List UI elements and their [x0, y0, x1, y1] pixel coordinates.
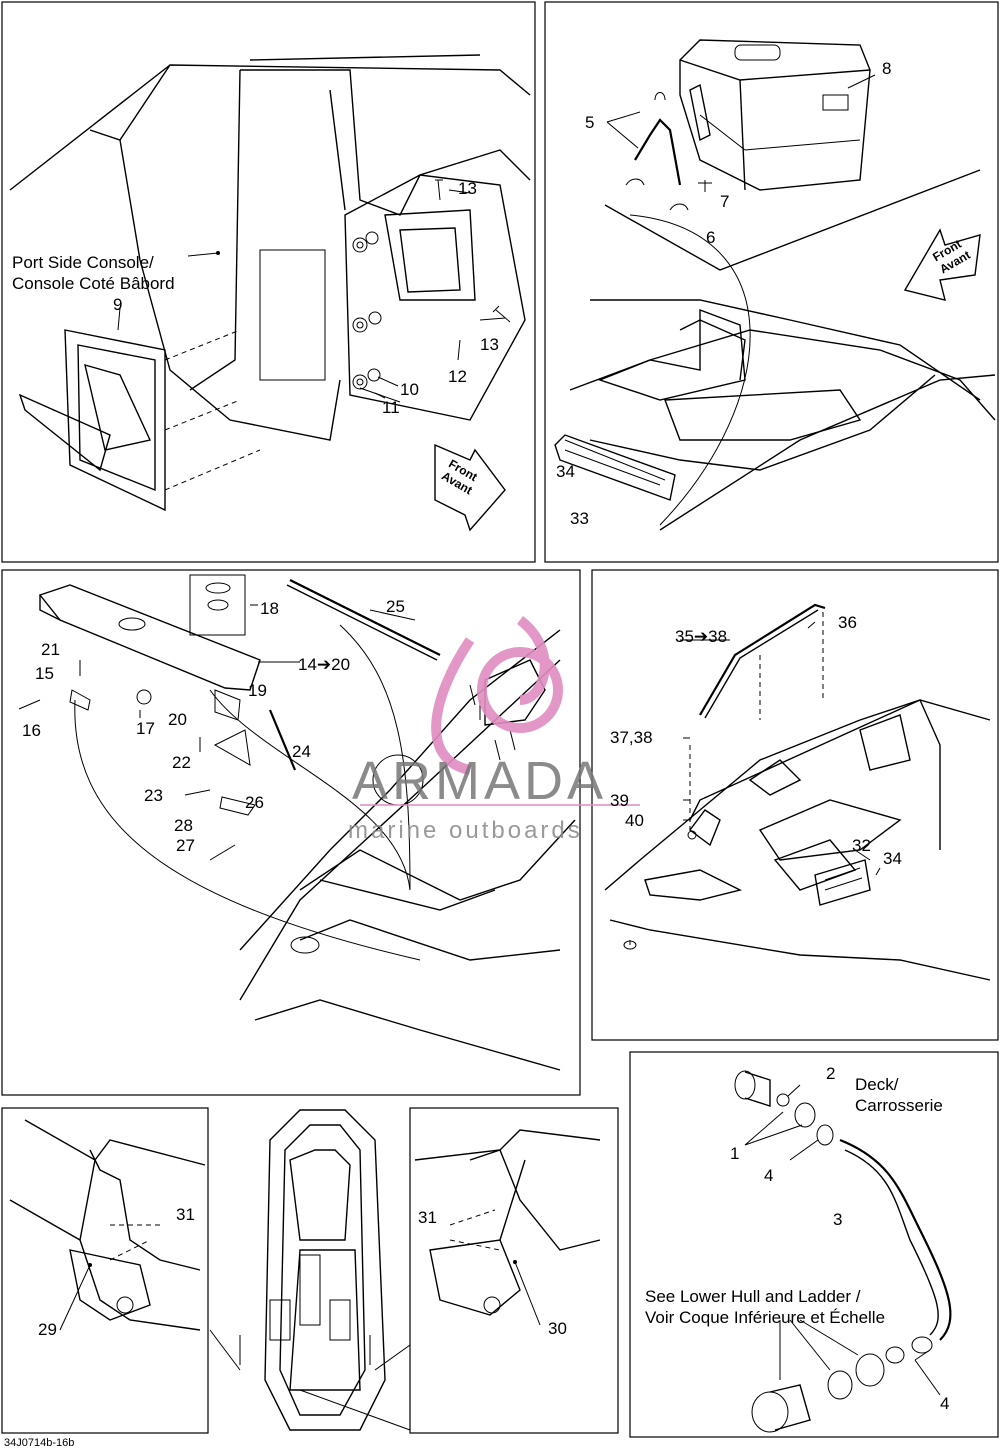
liner-left-drawing: [9, 1119, 206, 1331]
see-lower-hull-note: See Lower Hull and Ladder / Voir Coque I…: [645, 1287, 886, 1327]
callout-5: 5: [585, 113, 595, 132]
callout-30: 30: [548, 1319, 567, 1338]
watermark-logo: [431, 616, 563, 775]
callout-13: 13: [480, 335, 499, 354]
callout-7: 7: [720, 192, 730, 211]
callout-17: 17: [136, 719, 155, 738]
callout-24: 24: [292, 742, 311, 761]
callout-6: 6: [706, 228, 716, 247]
cooler-drawing: [554, 39, 996, 531]
callout-15: 15: [35, 664, 54, 683]
panel-handle-bar: [591, 569, 999, 1041]
callout-3: 3: [833, 1210, 843, 1229]
callout-39: 39: [610, 791, 629, 810]
callout-25: 25: [386, 597, 405, 616]
panel-liner-right: [409, 1107, 619, 1434]
panel-deck-drain: [629, 1051, 999, 1438]
callout-28: 28: [174, 816, 193, 835]
callout-1: 1: [730, 1144, 740, 1163]
callout-31: 31: [418, 1208, 437, 1227]
callout-35-38: 35➔38: [675, 627, 728, 646]
callout-21: 21: [41, 640, 60, 659]
callout-29: 29: [38, 1320, 57, 1339]
handle-bar-drawing: [604, 603, 991, 981]
callout-22: 22: [172, 753, 191, 772]
callout-36: 36: [838, 613, 857, 632]
deck-label: Deck/ Carrosserie: [855, 1075, 943, 1115]
deck-drain-drawing: [734, 1070, 952, 1433]
callout-20: 20: [168, 710, 187, 729]
callout-18: 18: [260, 599, 279, 618]
callout-26: 26: [245, 793, 264, 812]
panel-liner-left: [1, 1107, 209, 1434]
callout-32: 32: [852, 836, 871, 855]
callout-4: 4: [764, 1166, 774, 1185]
callout-40: 40: [625, 811, 644, 830]
callout-34: 34: [883, 849, 902, 868]
callout-8: 8: [882, 59, 892, 78]
callout-10: 10: [400, 380, 419, 399]
panel-port-console: [1, 1, 536, 563]
boat-overview-drawing: [209, 1109, 411, 1431]
callout-34: 34: [556, 462, 575, 481]
callout-4: 4: [940, 1394, 950, 1413]
callout-31: 31: [176, 1205, 195, 1224]
callout-16: 16: [22, 721, 41, 740]
port-console-label: Port Side Console/ Console Coté Bâbord: [12, 253, 175, 293]
callout-23: 23: [144, 786, 163, 805]
callout-19: 19: [248, 681, 267, 700]
panel-seat-deck: [1, 569, 581, 1096]
callout-37-38: 37,38: [610, 728, 653, 747]
footer-code: 34J0714b-16b: [4, 1437, 75, 1449]
callout-11: 11: [382, 398, 400, 417]
console-drawing: [9, 54, 531, 532]
callout-2: 2: [826, 1064, 836, 1083]
callout-12: 12: [448, 367, 467, 386]
callout-14-20: 14➔20: [298, 655, 351, 674]
callout-9: 9: [113, 295, 123, 314]
watermark-title: ARMADA: [352, 751, 608, 811]
callout-33: 33: [570, 509, 589, 528]
callout-27: 27: [176, 836, 195, 855]
liner-right-drawing: [414, 1129, 601, 1326]
watermark-subtitle: marine outboards: [348, 817, 583, 844]
panel-cooler: [544, 1, 999, 563]
callout-13: 13: [458, 179, 477, 198]
